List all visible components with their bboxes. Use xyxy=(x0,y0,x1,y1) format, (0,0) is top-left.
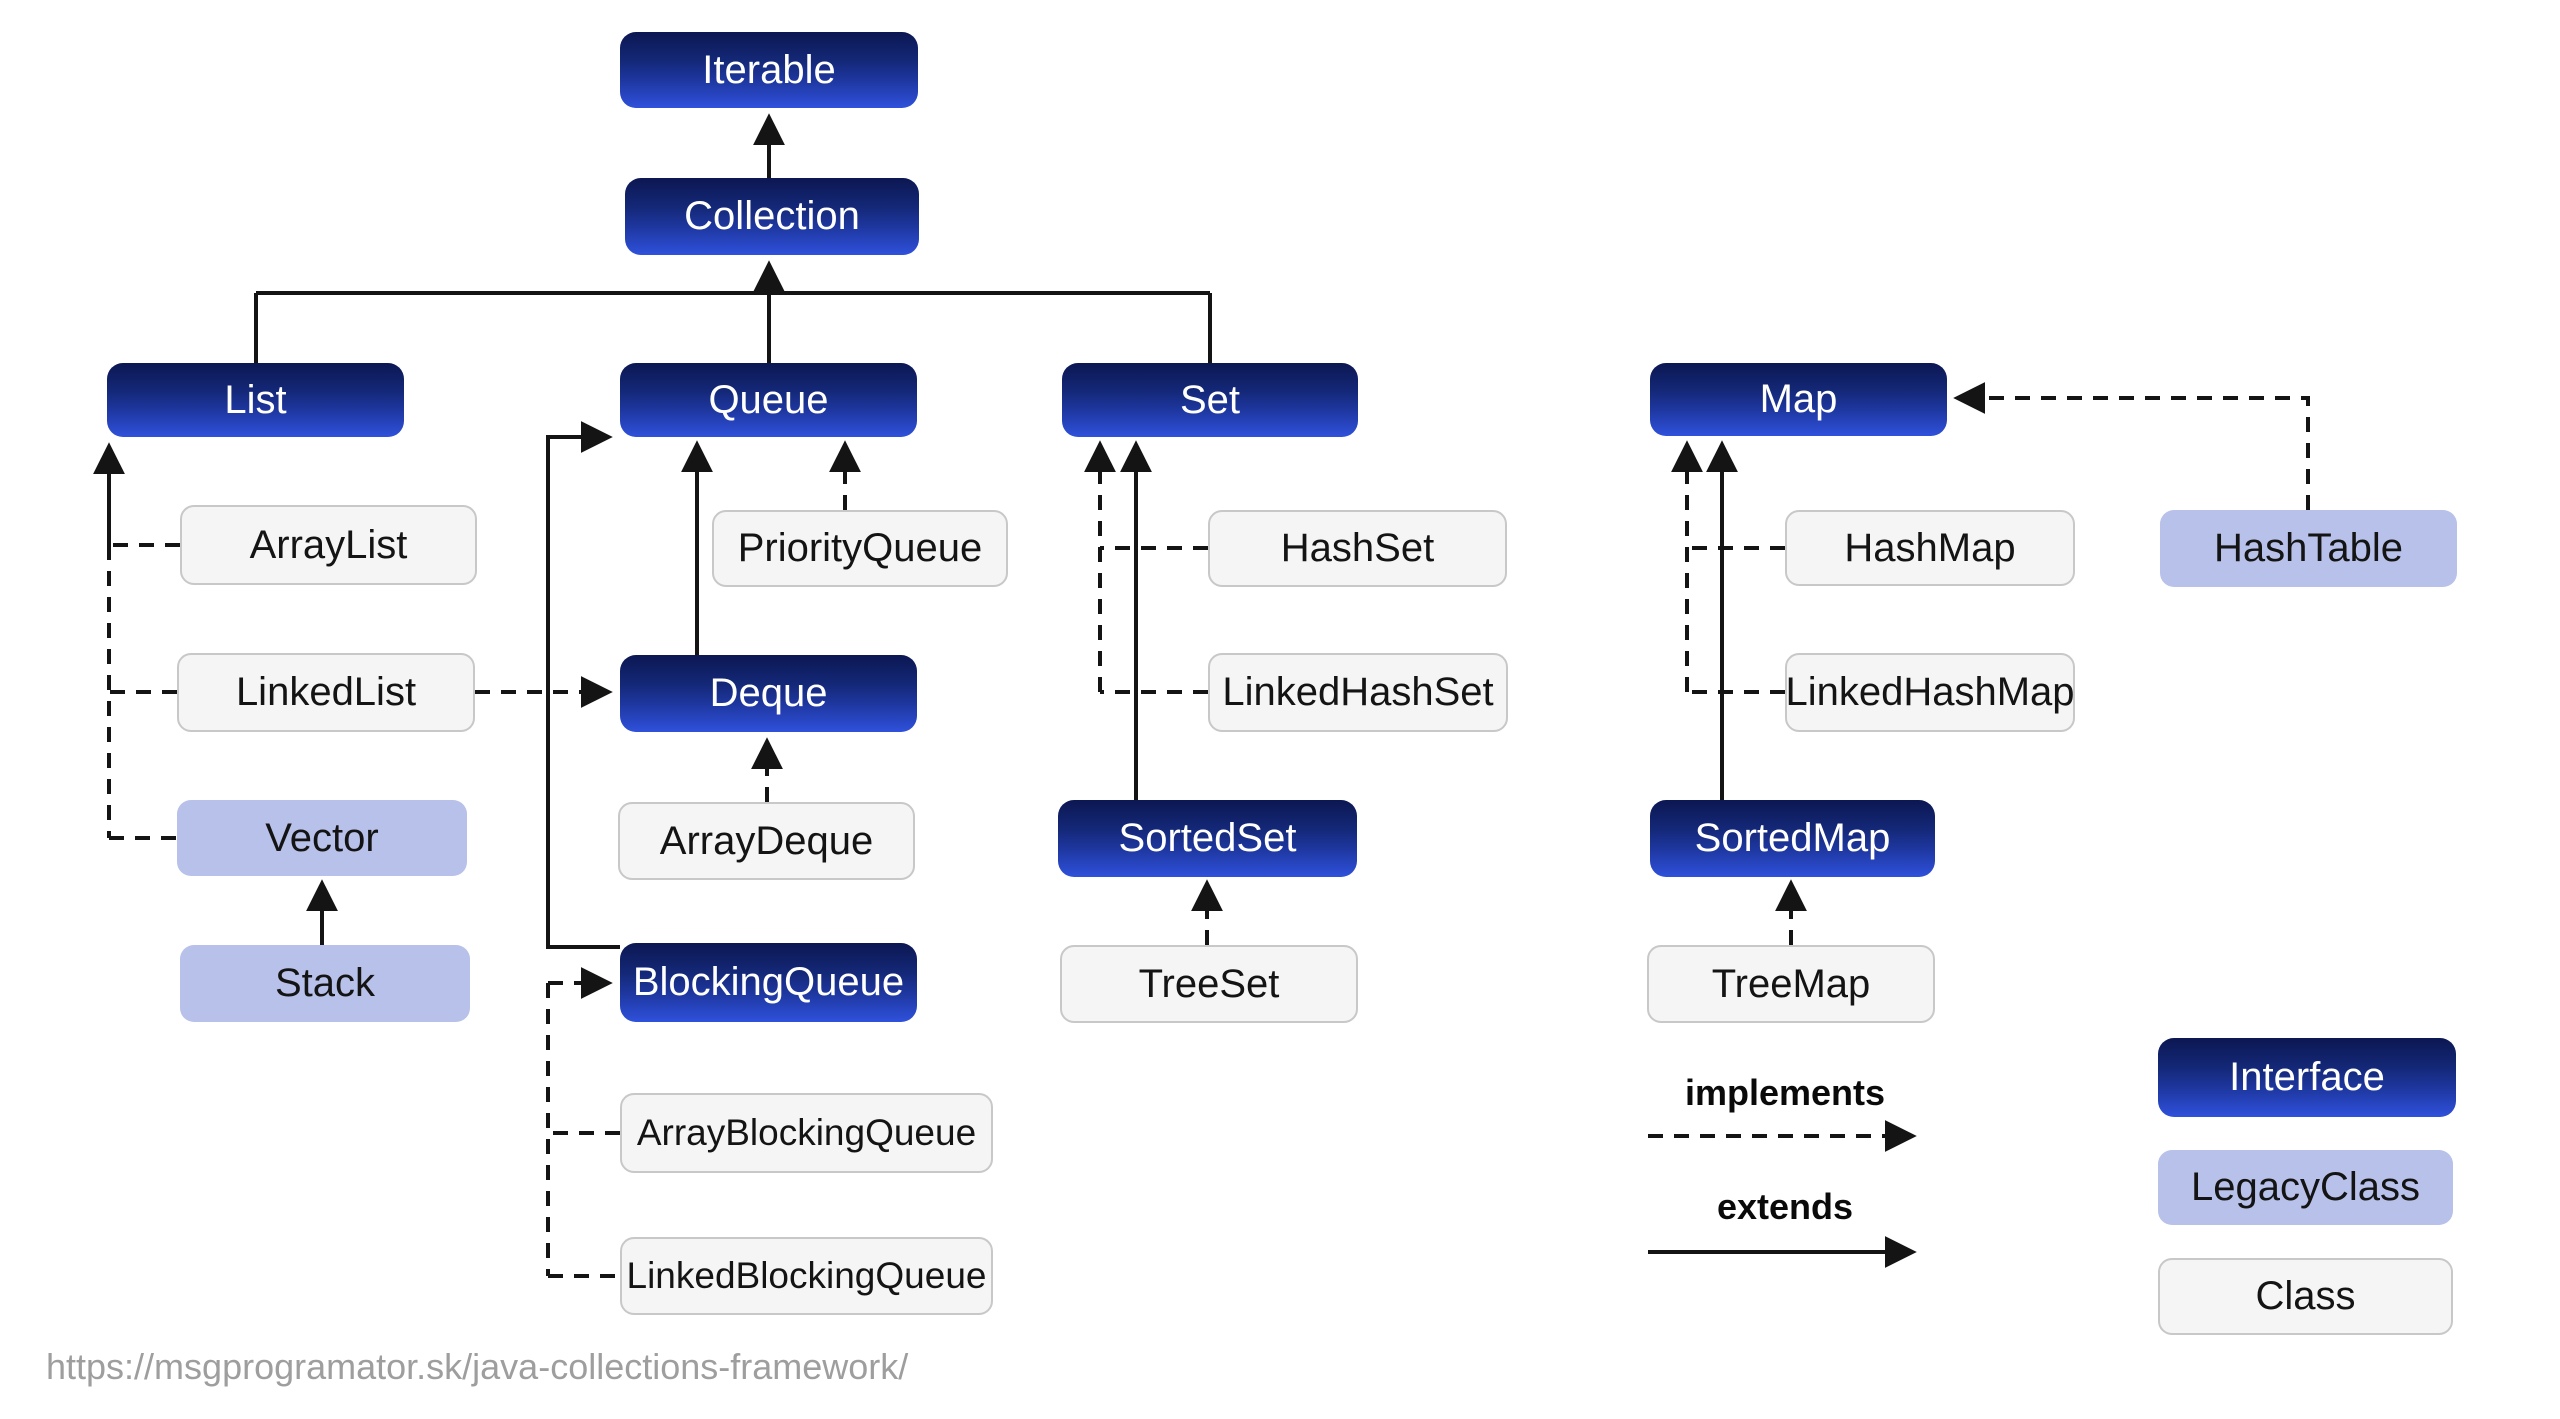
node-treemap: TreeMap xyxy=(1647,945,1935,1023)
legend-implements-label: implements xyxy=(1684,1072,1886,1113)
node-queue: Queue xyxy=(620,363,917,437)
node-treeset: TreeSet xyxy=(1060,945,1358,1023)
node-linkedhashset: LinkedHashSet xyxy=(1208,653,1508,732)
node-sortedmap: SortedMap xyxy=(1650,800,1935,877)
legend-interface-swatch: Interface xyxy=(2158,1038,2456,1117)
node-hashset: HashSet xyxy=(1208,510,1507,587)
node-vector: Vector xyxy=(177,800,467,876)
node-set: Set xyxy=(1062,363,1358,437)
node-hashmap: HashMap xyxy=(1785,510,2075,586)
edge-hashtable-implements-map xyxy=(1953,382,2310,510)
node-collection: Collection xyxy=(625,178,919,255)
node-list: List xyxy=(107,363,404,437)
node-iterable: Iterable xyxy=(620,32,918,108)
source-url: https://msgprogramator.sk/java-collectio… xyxy=(46,1346,909,1387)
node-deque: Deque xyxy=(620,655,917,732)
node-blockingqueue: BlockingQueue xyxy=(620,943,917,1022)
node-map: Map xyxy=(1650,363,1947,436)
node-linkedhashmap: LinkedHashMap xyxy=(1785,653,2075,732)
node-stack: Stack xyxy=(180,945,470,1022)
legend-extends-label: extends xyxy=(1716,1186,1854,1227)
node-hashtable: HashTable xyxy=(2160,510,2457,587)
node-arrayblockingqueue: ArrayBlockingQueue xyxy=(620,1093,993,1173)
edge-blockingqueue-extends-queue xyxy=(546,421,620,949)
node-linkedlist: LinkedList xyxy=(177,653,475,732)
node-sortedset: SortedSet xyxy=(1058,800,1357,877)
node-linkedblockingqueue: LinkedBlockingQueue xyxy=(620,1237,993,1315)
legend-class-swatch: Class xyxy=(2158,1258,2453,1335)
node-priorityqueue: PriorityQueue xyxy=(712,510,1008,587)
node-arraydeque: ArrayDeque xyxy=(618,802,915,880)
node-arraylist: ArrayList xyxy=(180,505,477,585)
legend-legacyclass-swatch: LegacyClass xyxy=(2158,1150,2453,1225)
